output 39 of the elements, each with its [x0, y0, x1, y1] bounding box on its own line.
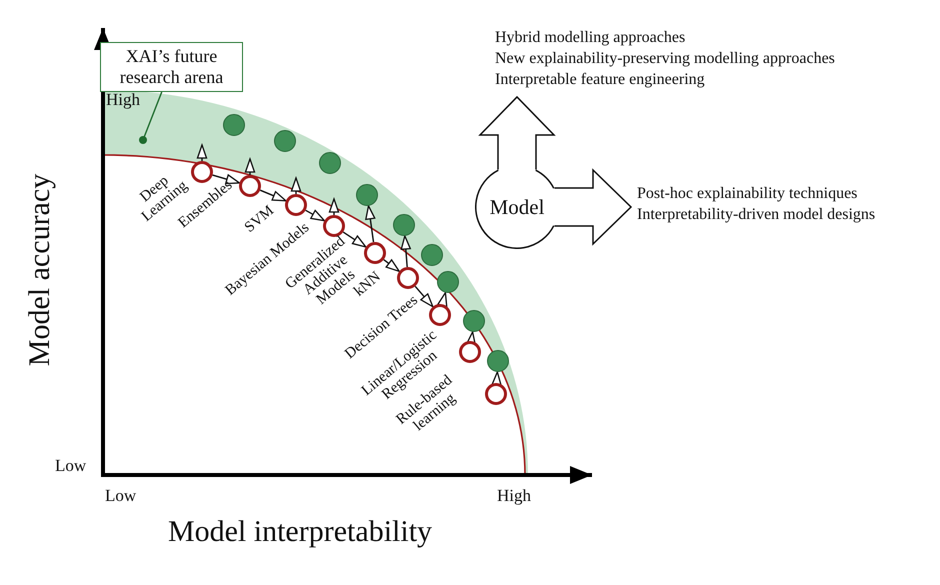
arrow	[212, 174, 240, 184]
current-model-circle	[485, 383, 507, 405]
arrow	[383, 259, 400, 272]
axis-title: Model accuracy	[23, 174, 57, 366]
arrow	[328, 198, 340, 215]
text-line: New explainability-preserving modelling approaches	[495, 48, 835, 69]
arrow	[400, 235, 411, 268]
arrow	[491, 371, 502, 386]
arrow	[305, 210, 326, 222]
arrow	[244, 158, 256, 175]
current-model-circle	[429, 304, 451, 326]
improved-model-circle	[487, 350, 509, 372]
axis-tick-label: High	[497, 486, 531, 506]
arrow	[290, 177, 302, 194]
text-line: Interpretability-driven model designs	[637, 204, 876, 225]
axis-tick-label: High	[106, 90, 140, 110]
arrow	[196, 144, 208, 161]
callout-box: XAI’s future research arena	[100, 42, 243, 92]
axis-title: Model interpretability	[168, 515, 432, 549]
arrow	[342, 231, 366, 248]
arrow	[365, 205, 376, 242]
text-line: Hybrid modelling approaches	[495, 28, 686, 48]
block-arrow	[554, 168, 632, 246]
current-model-circle	[323, 215, 345, 237]
axis-tick-label: Low	[105, 486, 136, 506]
current-model-circle	[364, 242, 386, 264]
text-line: Post-hoc explainability techniques	[637, 184, 858, 204]
arrow	[414, 286, 434, 308]
arrow	[260, 190, 286, 202]
current-model-circle	[459, 341, 481, 363]
current-model-circle	[285, 194, 307, 216]
current-model-circle	[191, 161, 213, 183]
leader-line	[139, 92, 162, 144]
block-arrow	[478, 96, 556, 170]
current-model-circle	[239, 175, 261, 197]
arrow	[437, 292, 448, 308]
current-model-circle	[397, 267, 419, 289]
text-line: Interpretable feature engineering	[495, 70, 705, 90]
axis-tick-label: Low	[55, 456, 86, 476]
